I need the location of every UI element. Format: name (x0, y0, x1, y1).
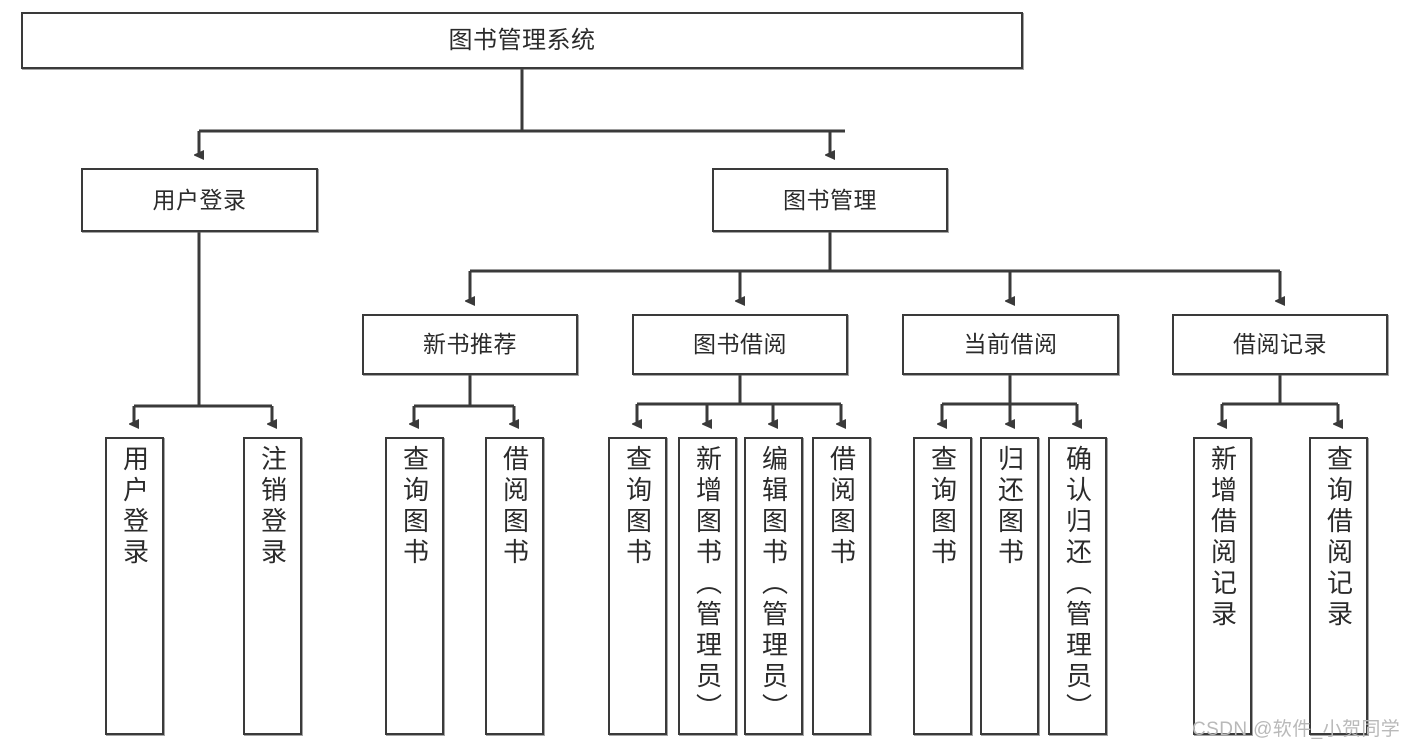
node-book-borrow[interactable]: 图书借阅 (632, 314, 848, 375)
csdn-watermark: CSDN @软件_小贺同学 (1192, 719, 1401, 740)
leaf-current-confirm-return-admin[interactable]: 确认归还（管理员） (1048, 437, 1107, 735)
node-label: 新增借阅记录 (1207, 445, 1238, 631)
node-label: 用户登录 (152, 186, 247, 213)
leaf-borrow-add-book-admin[interactable]: 新增图书（管理员） (678, 437, 737, 735)
node-borrow-record[interactable]: 借阅记录 (1172, 314, 1388, 375)
node-label: 新增图书（管理员） (692, 445, 723, 724)
node-label: 归还图书 (994, 445, 1025, 569)
node-current-borrow[interactable]: 当前借阅 (902, 314, 1119, 375)
node-label: 查询借阅记录 (1323, 445, 1354, 631)
leaf-user-login-logout[interactable]: 注销登录 (243, 437, 302, 735)
node-label: 当前借阅 (963, 331, 1058, 358)
node-label: 查询图书 (399, 445, 430, 569)
node-user-login[interactable]: 用户登录 (81, 168, 318, 232)
node-label: 新书推荐 (423, 331, 517, 358)
node-label: 借阅图书 (826, 445, 857, 569)
node-label: 借阅记录 (1233, 331, 1327, 358)
leaf-borrow-edit-book-admin[interactable]: 编辑图书（管理员） (744, 437, 803, 735)
node-label: 图书管理系统 (448, 26, 596, 54)
leaf-current-return-book[interactable]: 归还图书 (980, 437, 1039, 735)
node-label: 确认归还（管理员） (1062, 445, 1093, 724)
leaf-borrow-query-book[interactable]: 查询图书 (608, 437, 667, 735)
node-label: 编辑图书（管理员） (758, 445, 789, 724)
leaf-record-query-record[interactable]: 查询借阅记录 (1309, 437, 1368, 735)
leaf-new-book-borrow[interactable]: 借阅图书 (485, 437, 544, 735)
node-label: 借阅图书 (499, 445, 530, 569)
node-new-book-recommend[interactable]: 新书推荐 (362, 314, 578, 375)
node-label: 注销登录 (257, 445, 288, 569)
node-label: 用户登录 (119, 445, 150, 569)
node-label: 查询图书 (622, 445, 653, 569)
node-label: 图书管理 (783, 186, 877, 213)
leaf-user-login-login[interactable]: 用户登录 (105, 437, 164, 735)
node-book-management[interactable]: 图书管理 (712, 168, 948, 232)
leaf-new-book-query[interactable]: 查询图书 (385, 437, 444, 735)
node-system-root[interactable]: 图书管理系统 (21, 12, 1023, 69)
leaf-record-add-record[interactable]: 新增借阅记录 (1193, 437, 1252, 735)
leaf-current-query-book[interactable]: 查询图书 (913, 437, 972, 735)
node-label: 查询图书 (927, 445, 958, 569)
node-label: 图书借阅 (693, 331, 787, 358)
leaf-borrow-borrow-book[interactable]: 借阅图书 (812, 437, 871, 735)
